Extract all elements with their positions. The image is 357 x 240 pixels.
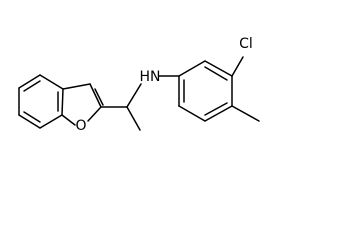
amine-atom-label: HN — [140, 69, 161, 85]
oxygen-atom-label: O — [75, 118, 86, 134]
benzofuran-benzene-ring — [18, 74, 64, 129]
molecule-canvas: O HN Cl — [18, 36, 260, 134]
benzofuran-furan-ring — [61, 83, 104, 126]
structure-diagram: O HN Cl — [18, 36, 260, 134]
ethyl-linker — [100, 75, 180, 131]
chlorotoluene-ring — [178, 56, 260, 122]
chlorine-atom-label: Cl — [239, 36, 253, 52]
